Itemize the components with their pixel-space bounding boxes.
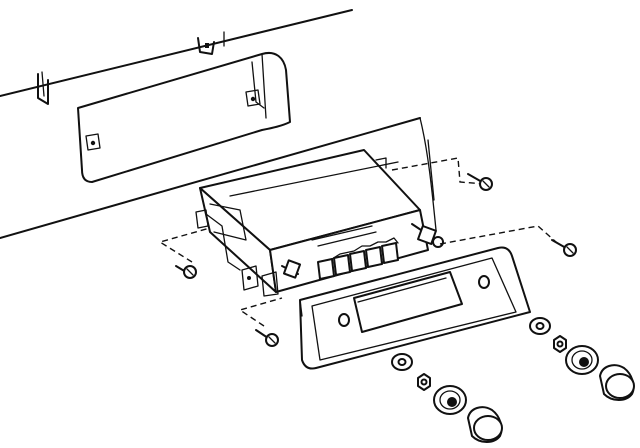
screw-icon — [467, 173, 493, 191]
knob-icon — [467, 406, 503, 443]
trim-bezel — [299, 246, 531, 370]
screw-icon — [175, 265, 197, 279]
knob-icon — [433, 385, 467, 415]
nuts — [417, 335, 567, 391]
knob-icon — [565, 345, 599, 375]
screw-icon — [551, 239, 577, 257]
radio-unit — [195, 149, 444, 297]
mounting-screws — [175, 173, 577, 347]
dashboard-panel — [0, 9, 437, 239]
mounting-bracket — [77, 52, 291, 183]
washer-icon — [529, 317, 551, 335]
control-knobs — [433, 345, 635, 443]
washers — [391, 317, 551, 371]
nut-icon — [417, 373, 431, 391]
knob-icon — [599, 364, 635, 401]
washer-icon — [391, 353, 413, 371]
preset-buttons — [317, 237, 399, 280]
alignment-lines — [158, 157, 557, 327]
screw-icon — [255, 329, 279, 347]
nut-icon — [553, 335, 567, 353]
